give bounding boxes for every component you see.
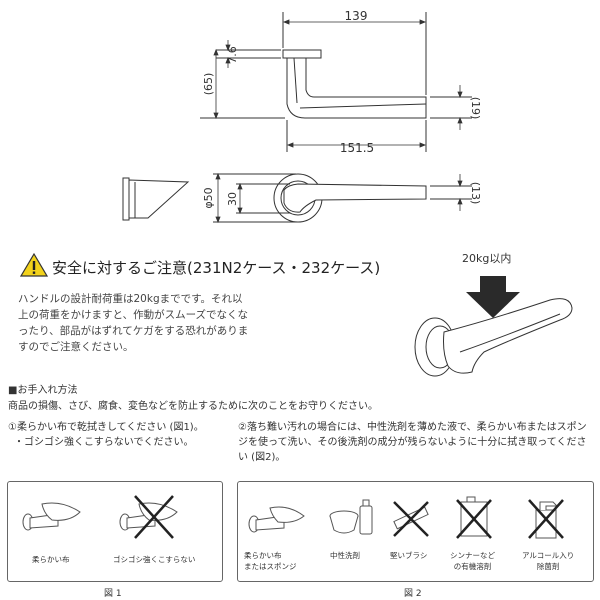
- warning-title: 安全に対するご注意(231N2ケース・232ケース): [52, 259, 381, 277]
- dim-rose-thickness: 7.6: [226, 46, 239, 64]
- hard-brush-icon: [393, 501, 429, 537]
- care-step-2: ②落ち難い汚れの場合には、中性洗剤を薄めた液で、柔らかい布またはスポンジを使って…: [238, 422, 587, 463]
- neutral-detergent-icon: [329, 499, 373, 535]
- care-heading: ■お手入れ方法: [8, 385, 78, 396]
- lever-edge-line: [293, 57, 298, 104]
- sponge-cloth-icon: [248, 506, 305, 533]
- dim-boss-height: 30: [226, 192, 239, 206]
- technical-drawing: 139 151.5 7.6 (65) (19) φ50 30 (13): [122, 9, 482, 224]
- figure-2-box: 柔らかい布またはスポンジ 中性洗剤 堅いブラシ シンナーなどの有機溶剤 アルコー…: [237, 481, 594, 582]
- fig1-item-label: 柔らかい布: [32, 555, 70, 564]
- front-lever: [283, 183, 427, 213]
- figure-1-caption: 図 1: [104, 589, 122, 599]
- care-step-1-line2: ・ゴシゴシ強くこすらないでください。: [14, 437, 194, 448]
- fig2-item-label: アルコール入り除菌剤: [522, 551, 575, 571]
- fig2-item-label: 柔らかい布またはスポンジ: [244, 551, 297, 571]
- no-scrub-icon: [119, 495, 178, 539]
- dim-lever-thickness-side: (13): [469, 182, 482, 205]
- alcohol-disinfectant-icon: [528, 499, 564, 539]
- load-label: 20kg以内: [462, 252, 512, 265]
- dim-lever-projection: (65): [202, 73, 215, 96]
- care-step-1-line1: ①柔らかい布で乾拭きしてください (図1)。: [8, 422, 204, 433]
- soft-cloth-icon: [22, 502, 81, 531]
- warning-body: ハンドルの設計耐荷重は20kgまでです。それ以上の荷重をかけますと、作動がスムー…: [18, 293, 249, 353]
- lever-load-illustration: [414, 276, 573, 377]
- warning-icon: [20, 252, 48, 277]
- fig2-item-label: シンナーなどの有機溶剤: [450, 551, 495, 571]
- fig1-item-label: ゴシゴシ強くこすらない: [113, 555, 196, 564]
- fig2-item-label: 堅いブラシ: [390, 551, 428, 560]
- lever-handle: [443, 298, 573, 374]
- figure-2-caption: 図 2: [404, 589, 422, 599]
- dim-rose-diameter: φ50: [202, 187, 215, 208]
- dim-lever-thickness: (19): [469, 97, 482, 120]
- lever-edge-line: [299, 103, 427, 109]
- dim-bottom-width: 151.5: [340, 141, 374, 155]
- care-step-1: ①柔らかい布で乾拭きしてください (図1)。 ・ゴシゴシ強くこすらないでください…: [8, 420, 228, 450]
- dim-top-width: 139: [345, 9, 368, 23]
- lever-top-view: [286, 57, 427, 119]
- fig2-item-label: 中性洗剤: [330, 551, 360, 560]
- side-rose-plate: [122, 177, 130, 221]
- thinner-solvent-icon: [456, 496, 492, 539]
- care-intro: 商品の損傷、さび、腐食、変色などを防止するために次のことをお守りください。: [8, 401, 378, 412]
- rose-plate-top: [282, 49, 322, 59]
- side-lever-profile: [128, 179, 190, 219]
- figure-1-box: 柔らかい布 ゴシゴシ強くこすらない: [7, 481, 223, 582]
- down-arrow-icon: [466, 276, 520, 318]
